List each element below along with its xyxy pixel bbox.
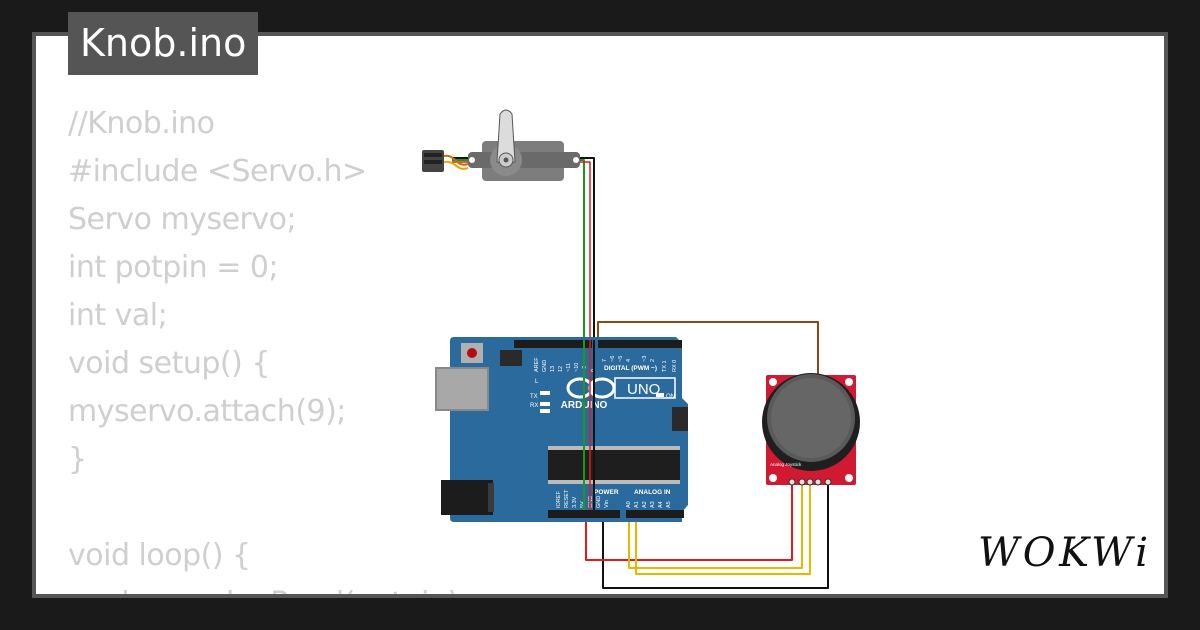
- pin-label: 13: [550, 366, 556, 372]
- code-line: Servo myservo;: [68, 202, 297, 237]
- pin-label: A2: [642, 501, 648, 508]
- code-line: int val;: [68, 298, 168, 333]
- pin-label: RESET: [564, 489, 570, 508]
- wokwi-brand-text: WOKWi: [978, 530, 1148, 576]
- pin-label: ~11: [566, 363, 572, 372]
- pin-label: A4: [658, 501, 664, 508]
- servo-horn: [496, 109, 516, 163]
- code-preview-area: //Knob.ino #include <Servo.h> Servo myse…: [32, 32, 1168, 598]
- usb-port: [436, 368, 488, 410]
- microcontroller-chip: [548, 450, 680, 480]
- pin-label: A0: [626, 501, 632, 508]
- pin-label: IOREF: [556, 491, 562, 508]
- led-l-label: L: [535, 379, 539, 385]
- code-line: #include <Servo.h>: [68, 154, 367, 189]
- pin-label: ~5: [618, 356, 624, 362]
- joystick-label: Analog Joystick: [770, 462, 802, 467]
- digital-header: [514, 340, 592, 348]
- power-label: POWER: [594, 489, 619, 496]
- pin-label: ~10: [574, 363, 580, 372]
- on-led-label: ON: [666, 394, 675, 400]
- code-line: val = analogRead(potpin);: [68, 580, 469, 594]
- analog-joystick: Analog Joystick: [762, 373, 860, 486]
- project-title: Knob.ino: [68, 12, 259, 75]
- analog-header: [626, 510, 684, 518]
- pin-label: A1: [634, 501, 640, 508]
- pin-label: 7: [602, 359, 608, 362]
- led-tx-label: TX: [530, 394, 538, 400]
- board-model: UNO: [627, 381, 660, 398]
- code-line: }: [68, 442, 87, 477]
- code-preview: //Knob.ino #include <Servo.h> Servo myse…: [68, 100, 469, 594]
- wokwi-logo[interactable]: WOKWi: [978, 526, 1150, 578]
- code-line: myservo.attach(9);: [68, 394, 346, 429]
- arduino-uno-board: ARDUINO UNO DIGITAL (PWM ~) ON L TX RX P…: [435, 337, 688, 522]
- joystick-pin-vcc: [788, 478, 796, 486]
- joystick-pin-gnd: [824, 478, 832, 486]
- pin-label: RX 0: [672, 360, 678, 372]
- pin-label: TX 1: [662, 360, 668, 372]
- pin-label: GND: [588, 496, 594, 508]
- wire-joystick-vcc: [585, 482, 793, 561]
- pin-label: 2: [650, 359, 656, 362]
- code-line: void setup() {: [68, 346, 270, 381]
- power-header: [548, 510, 620, 518]
- pin-label: A3: [650, 501, 656, 508]
- pin-label: AREF: [534, 357, 540, 372]
- code-line: void loop() {: [68, 538, 251, 573]
- joystick-pin-sel: [814, 478, 822, 486]
- pin-label: 12: [558, 366, 564, 372]
- code-line: //Knob.ino: [68, 106, 215, 141]
- servo-motor: [422, 109, 580, 181]
- pin-label: A5: [666, 501, 672, 508]
- icsp-header: [500, 350, 522, 366]
- pin-label: 3.3V: [572, 496, 578, 508]
- analog-label: ANALOG IN: [634, 489, 671, 496]
- pin-label: GND: [542, 360, 548, 372]
- wire-joystick-vert: [628, 482, 803, 569]
- power-jack: [441, 480, 493, 515]
- code-line: int potpin = 0;: [68, 250, 279, 285]
- pin-label: ~3: [642, 356, 648, 362]
- digital-label: DIGITAL (PWM ~): [604, 365, 657, 372]
- joystick-pin-horz: [806, 478, 814, 486]
- pin-label: 4: [626, 359, 632, 362]
- pin-label: GND: [596, 496, 602, 508]
- pin-label: ~6: [610, 356, 616, 362]
- led-rx-label: RX: [530, 403, 538, 409]
- wire-joystick-horz: [635, 482, 811, 575]
- pin-label: Vin: [604, 500, 610, 508]
- joystick-pin-vert: [798, 478, 806, 486]
